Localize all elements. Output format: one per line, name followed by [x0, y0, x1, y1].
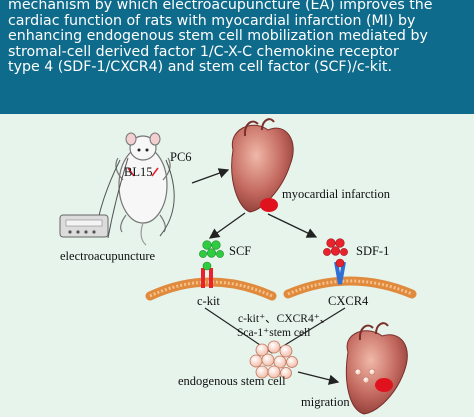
arrow-to-sdf1 [267, 213, 318, 238]
stem-markers-line2: Sca-1⁺stem cell [237, 327, 310, 339]
caption-line-2: cardiac function of rats with myocardial… [8, 12, 416, 29]
arrow-migration [297, 371, 340, 385]
migration-label: migration [301, 395, 350, 409]
arrow-ea-to-heart [191, 168, 230, 184]
sdf1-label: SDF-1 [356, 244, 389, 258]
ckit-label: c-kit [197, 294, 220, 308]
infarct-area-icon [260, 198, 278, 212]
scf-ligand-icon [199, 240, 224, 258]
caption-line-3: enhancing endogenous stem cell mobilizat… [8, 28, 428, 45]
stem-cell-cluster-icon [249, 340, 298, 379]
ckit-receptor-icon [201, 261, 213, 288]
caption-line-5: type 4 (SDF-1/CXCR4) and stem cell facto… [8, 59, 393, 76]
caption-line-1: mechanism by which electroacupuncture (E… [8, 0, 433, 13]
scf-label: SCF [229, 244, 251, 258]
sdf1-ligand-icon [323, 238, 348, 256]
stem-markers-line1: c-kit⁺、CXCR4⁺、 [238, 313, 331, 325]
arrow-to-scf [208, 212, 246, 239]
caption-line-4: stromal-cell derived factor 1/C-X-C chem… [8, 43, 399, 60]
cxcr4-receptor-icon [334, 258, 346, 285]
endogenous-stem-cell-label: endogenous stem cell [178, 374, 286, 388]
myocardial-infarction-label: myocardial infarction [282, 187, 391, 201]
rat-illustration [115, 132, 171, 246]
bl15-label: BL15 [124, 165, 152, 179]
cell-membrane-right [283, 276, 417, 299]
heart-icon [231, 118, 294, 213]
cxcr4-label: CXCR4 [328, 294, 369, 308]
electroacupuncture-device [59, 214, 109, 238]
electroacupuncture-label: electroacupuncture [60, 249, 156, 263]
caption-header: mechanism by which electroacupuncture (E… [0, 0, 474, 111]
recovering-heart-icon [345, 322, 408, 415]
pc6-label: PC6 [170, 150, 192, 164]
